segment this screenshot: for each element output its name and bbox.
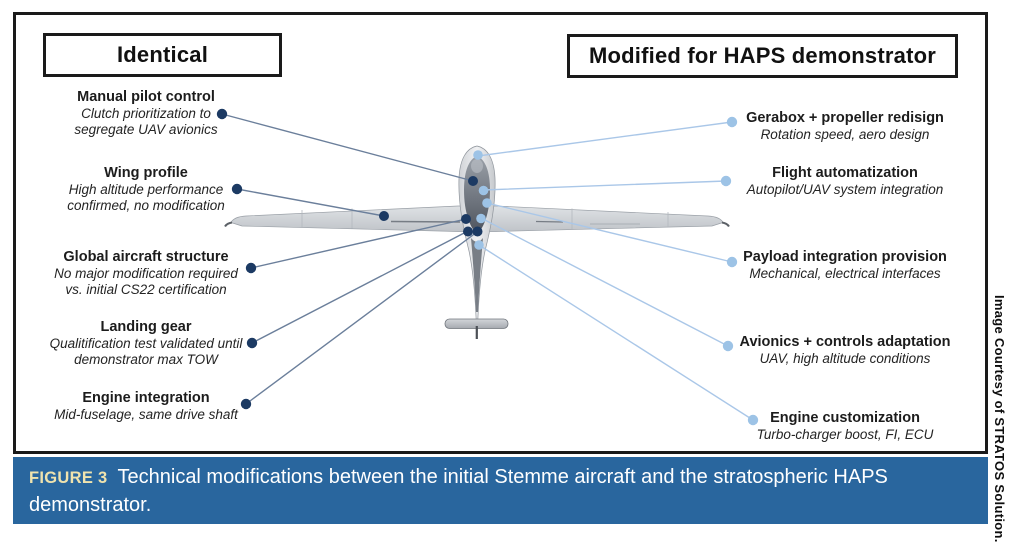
callout-desc: Mechanical, electrical interfaces [749,266,941,281]
callout-title: Avionics + controls adaptation [739,334,951,350]
callout-avionics-controls-adaptation: Avionics + controls adaptation UAV, high… [727,334,963,367]
callout-desc: No major modification required vs. initi… [54,266,238,297]
callout-engine-integration: Engine integration Mid-fuselage, same dr… [28,390,264,423]
callout-flight-automatization: Flight automatization Autopilot/UAV syst… [727,165,963,198]
callout-wing-profile: Wing profile High altitude performance c… [28,165,264,213]
callout-gearbox-propeller-redesign: Gerabox + propeller redisign Rotation sp… [727,110,963,143]
callout-manual-pilot-control: Manual pilot control Clutch prioritizati… [28,89,264,137]
callout-title: Payload integration provision [743,249,947,265]
callout-desc: Qualitification test validated until dem… [49,336,243,367]
callout-title: Global aircraft structure [63,249,229,265]
callout-desc: Mid-fuselage, same drive shaft [54,407,238,422]
callout-title: Landing gear [100,319,192,335]
callout-desc: Autopilot/UAV system integration [746,182,944,197]
callout-title: Manual pilot control [77,89,215,105]
image-credit: Image Courtesy of STRATOS Solution. [992,295,1007,543]
callout-landing-gear: Landing gear Qualitification test valida… [28,319,264,367]
callout-title: Engine integration [82,390,210,406]
diagram-frame [13,12,988,454]
callout-desc: Rotation speed, aero design [760,127,930,142]
callout-global-aircraft-structure: Global aircraft structure No major modif… [28,249,264,297]
header-label-modified: Modified for HAPS demonstrator [588,43,936,68]
header-label-identical: Identical [116,42,209,67]
header-box-modified: Modified for HAPS demonstrator [567,34,958,78]
callout-title: Gerabox + propeller redisign [746,110,944,126]
callout-title: Engine customization [770,410,920,426]
callout-desc: Turbo-charger boost, FI, ECU [756,427,934,442]
callout-desc: UAV, high altitude conditions [759,351,931,366]
callout-title: Flight automatization [772,165,918,181]
callout-title: Wing profile [104,165,188,181]
callout-desc: Clutch prioritization to segregate UAV a… [74,106,218,137]
callout-payload-integration-provision: Payload integration provision Mechanical… [727,249,963,282]
header-box-identical: Identical [43,33,282,77]
callout-engine-customization: Engine customization Turbo-charger boost… [727,410,963,443]
figure-caption-text: Technical modifications between the init… [29,466,888,516]
figure-caption-label: FIGURE 3 [29,469,108,487]
callout-desc: High altitude performance confirmed, no … [67,182,225,213]
